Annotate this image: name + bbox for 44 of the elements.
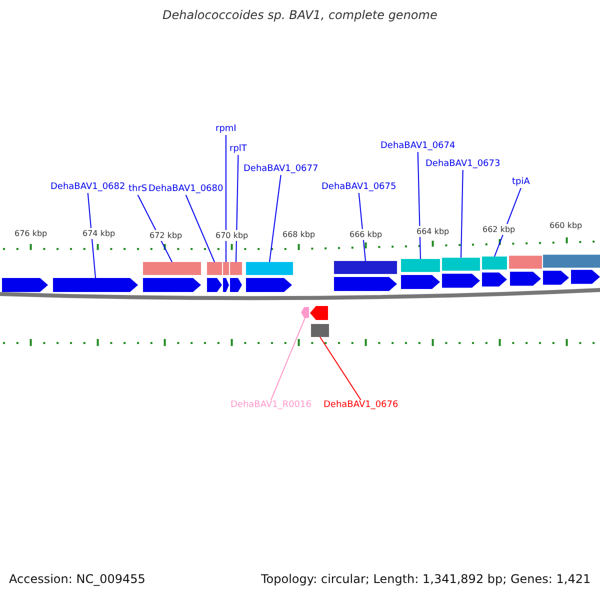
tick-label: 674 kbp xyxy=(82,228,116,239)
leader-line xyxy=(460,170,464,258)
gene-label: DehaBAV1_0673 xyxy=(426,159,500,170)
tick-label: 666 kbp xyxy=(350,229,382,240)
gene-label: thrS xyxy=(128,184,148,195)
gene-feature-bar xyxy=(207,262,222,275)
gene-label: DehaBAV1_0675 xyxy=(322,182,396,193)
tick-label: 664 kbp xyxy=(416,226,450,237)
leader-line xyxy=(87,192,96,278)
title: Dehalococcoides sp. BAV1, complete genome xyxy=(162,10,438,21)
gene-feature-bar xyxy=(482,256,507,270)
gene-label: tpiA xyxy=(512,177,530,188)
gene-feature-bar xyxy=(334,260,397,274)
gene-symbol xyxy=(53,278,138,292)
gene-feature-bar xyxy=(246,262,293,275)
leader-line xyxy=(236,154,239,262)
gene-feature-bar xyxy=(143,262,201,275)
gene-feature-bar xyxy=(442,258,480,271)
gene-label: rplT xyxy=(230,144,247,155)
tick-label: 668 kbp xyxy=(282,229,316,240)
gene-feature-bar xyxy=(401,258,440,272)
tick-label: 672 kbp xyxy=(150,230,182,241)
accession-text: Accession: NC_009455 xyxy=(9,574,146,585)
tick-label: 662 kbp xyxy=(482,224,516,235)
gene-label: DehaBAV1_R0016 xyxy=(230,400,312,411)
gene-label: DehaBAV1_0682 xyxy=(50,182,126,193)
gene-feature-bar xyxy=(311,324,329,337)
leader-line xyxy=(269,174,282,262)
gene-label: DehaBAV1_0674 xyxy=(380,141,456,152)
leader-line xyxy=(225,134,226,262)
leader-line xyxy=(185,194,215,262)
leader-line xyxy=(270,318,306,400)
gene-label: rpmI xyxy=(216,124,236,135)
gene-feature-bar xyxy=(223,262,229,275)
leader-line xyxy=(320,336,362,400)
gene-label: DehaBAV1_0676 xyxy=(324,400,398,411)
gene-feature-bar xyxy=(230,262,242,275)
gene-label: DehaBAV1_0680 xyxy=(148,184,224,195)
tick-label: 670 kbp xyxy=(216,230,248,241)
tick-label: 660 kbp xyxy=(550,220,582,231)
tick-label: 676 kbp xyxy=(14,228,48,239)
gene-label: DehaBAV1_0677 xyxy=(244,164,318,175)
leader-line xyxy=(417,152,421,260)
genome-stats-text: Topology: circular; Length: 1,341,892 bp; Genes: 1,421 xyxy=(261,574,591,585)
